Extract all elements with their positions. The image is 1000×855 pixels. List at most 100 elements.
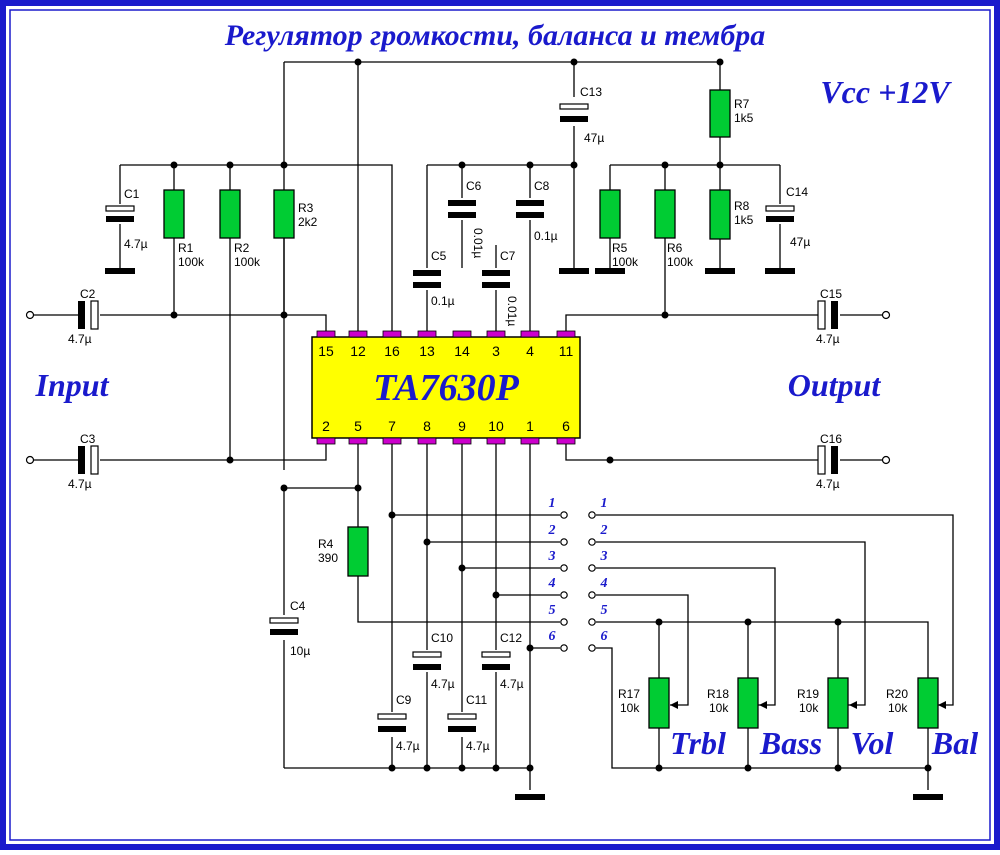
R20-val: 10k [888, 701, 908, 715]
resistor-R7 [709, 89, 731, 138]
C14-ref: C14 [786, 185, 808, 199]
R6-ref: R6 [667, 241, 683, 255]
switch-number-right: 1 [601, 496, 608, 511]
ground-symbols [105, 268, 943, 800]
C10-ref: C10 [431, 631, 453, 645]
switch-number-left: 3 [548, 549, 556, 564]
ic-pin-label-top: 12 [350, 343, 366, 359]
ic-pin-label-top: 14 [454, 343, 470, 359]
ic-pin-top [486, 330, 506, 338]
ic-pin-label-top: 13 [419, 343, 435, 359]
C7-ref: C7 [500, 249, 516, 263]
ic-pin-bottom [382, 437, 402, 445]
ic-pin-label-top: 3 [492, 343, 500, 359]
switch-contact-right [588, 511, 596, 519]
volume-label: Vol [851, 725, 894, 761]
ic-pin-label-top: 11 [559, 343, 574, 359]
R4-val: 390 [318, 551, 338, 565]
ic-pin-top [556, 330, 576, 338]
C5-ref: C5 [431, 249, 447, 263]
C15-val: 4.7µ [816, 332, 840, 346]
C6-val: 0.01µ [471, 228, 485, 258]
switch-contact-right [588, 538, 596, 546]
ic-pin-label-top: 16 [384, 343, 400, 359]
switch-contact-left [560, 591, 568, 599]
R1-ref: R1 [178, 241, 194, 255]
switch-number-left: 5 [549, 603, 556, 618]
pot-wipers [670, 701, 946, 709]
ic-pin-label-bottom: 5 [354, 418, 362, 434]
C1-ref: C1 [124, 187, 140, 201]
ic-pin-label-top: 15 [318, 343, 334, 359]
resistor-R3 [273, 189, 295, 239]
switch-number-left: 4 [548, 576, 556, 591]
C7-val: 0.01µ [505, 296, 519, 326]
ic-pin-label-bottom: 9 [458, 418, 466, 434]
switch-number-right: 2 [600, 523, 608, 538]
ic-pin-label-bottom: 6 [562, 418, 570, 434]
switch-contact-right [588, 564, 596, 572]
R5-ref: R5 [612, 241, 628, 255]
ic-pin-label-bottom: 1 [526, 418, 534, 434]
R18-val: 10k [709, 701, 729, 715]
C11-val: 4.7µ [466, 739, 490, 753]
C14-val: 47µ [790, 235, 810, 249]
switch-contact-left [560, 618, 568, 626]
R2-val: 100k [234, 255, 261, 269]
switch-number-right: 5 [601, 603, 608, 618]
resistor-R8 [709, 189, 731, 240]
R1-val: 100k [178, 255, 205, 269]
C5-val: 0.1µ [431, 294, 455, 308]
R20-ref: R20 [886, 687, 908, 701]
ic-pin-top [382, 330, 402, 338]
R2-ref: R2 [234, 241, 250, 255]
R17-ref: R17 [618, 687, 640, 701]
treble-label: Trbl [670, 725, 726, 761]
ic-pin-label-bottom: 8 [423, 418, 431, 434]
C16-val: 4.7µ [816, 477, 840, 491]
ic-name: TA7630P [373, 367, 519, 409]
switch-number-right: 3 [600, 549, 608, 564]
C3-ref: C3 [80, 432, 96, 446]
R5-val: 100k [612, 255, 639, 269]
switch-contact-left [560, 511, 568, 519]
C9-val: 4.7µ [396, 739, 420, 753]
ic-pin-bottom [348, 437, 368, 445]
potentiometer-R17 [648, 677, 670, 729]
C3-val: 4.7µ [68, 477, 92, 491]
potentiometer-R18 [737, 677, 759, 729]
C12-val: 4.7µ [500, 677, 524, 691]
ic-pin-label-top: 4 [526, 343, 534, 359]
C2-val: 4.7µ [68, 332, 92, 346]
switch-number-left: 6 [549, 629, 556, 644]
C1-val: 4.7µ [124, 237, 148, 251]
R8-val: 1k5 [734, 213, 754, 227]
R7-ref: R7 [734, 97, 750, 111]
component-labels: C1 4.7µ C2 4.7µ C3 4.7µ C4 10µ C5 0.1µ C… [68, 85, 908, 753]
C9-ref: C9 [396, 693, 412, 707]
ic-pin-top [520, 330, 540, 338]
C12-ref: C12 [500, 631, 522, 645]
switch-number-left: 1 [549, 496, 556, 511]
ic-pin-label-bottom: 10 [488, 418, 504, 434]
output-label: Output [788, 367, 882, 403]
C8-val: 0.1µ [534, 229, 558, 243]
potentiometer-R20 [917, 677, 939, 729]
balance-label: Bal [931, 725, 978, 761]
R3-val: 2k2 [298, 215, 318, 229]
C4-ref: C4 [290, 599, 306, 613]
ic-pin-label-bottom: 7 [388, 418, 396, 434]
ic-pin-top [452, 330, 472, 338]
switch-number-left: 2 [548, 523, 556, 538]
C4-val: 10µ [290, 644, 310, 658]
capacitors [78, 103, 838, 732]
inner-border [9, 9, 991, 841]
R4-ref: R4 [318, 537, 334, 551]
ic-pin-bottom [520, 437, 540, 445]
R7-val: 1k5 [734, 111, 754, 125]
ic-pin-bottom [452, 437, 472, 445]
switch-number-right: 4 [600, 576, 608, 591]
